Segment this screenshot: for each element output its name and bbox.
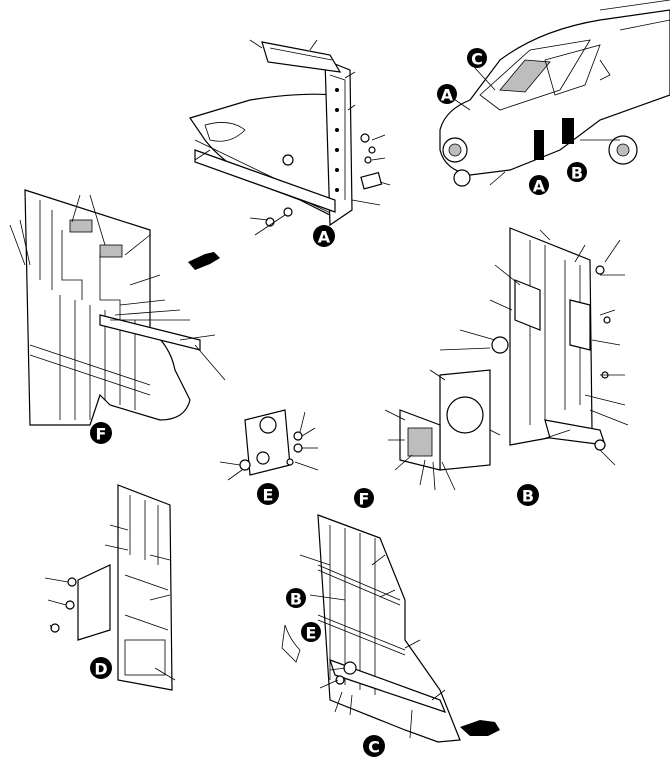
view-e-callout — [257, 483, 279, 505]
view-d-callout-label: D — [94, 660, 107, 679]
view-c-detail-b-callout — [286, 588, 306, 608]
heli-callout-a-bottom-label: A — [533, 177, 546, 196]
view-c-detail-f-callout — [354, 488, 374, 508]
view-f-callout-label: F — [96, 425, 107, 444]
view-a-assembly — [189, 39, 391, 236]
view-a-callout-label: A — [318, 228, 331, 247]
view-e-callout-label: E — [263, 486, 274, 505]
heli-callout-a-top — [437, 84, 457, 104]
view-c-detail-e-callout — [301, 622, 321, 642]
view-c-detail-f-label: F — [359, 490, 370, 509]
view-f-callout — [90, 422, 112, 444]
view-b-callout — [517, 484, 539, 506]
view-b-callout-label: B — [522, 487, 534, 506]
view-c-detail-e-label: E — [306, 624, 317, 643]
heli-callout-c-label: C — [471, 50, 483, 69]
heli-callout-b — [567, 162, 587, 182]
heli-callout-a-bottom — [529, 175, 549, 195]
view-a-callout — [313, 225, 335, 247]
view-c-callout — [363, 735, 385, 757]
view-c-callout-label: C — [368, 738, 380, 757]
view-e-assembly — [219, 409, 319, 481]
view-d-callout — [90, 657, 112, 679]
direction-arrow-c — [460, 720, 500, 736]
view-f-assembly — [9, 189, 226, 426]
view-d-assembly — [44, 484, 176, 691]
direction-arrow-f — [188, 252, 220, 270]
heli-callout-c — [467, 48, 487, 68]
view-c-detail-b-label: B — [290, 590, 302, 609]
heli-callout-b-label: B — [571, 164, 583, 183]
heli-callout-a-top-label: A — [441, 86, 454, 105]
view-c-assembly — [281, 514, 461, 743]
helicopter-locator-view — [439, 0, 670, 187]
view-b-assembly — [384, 227, 629, 491]
